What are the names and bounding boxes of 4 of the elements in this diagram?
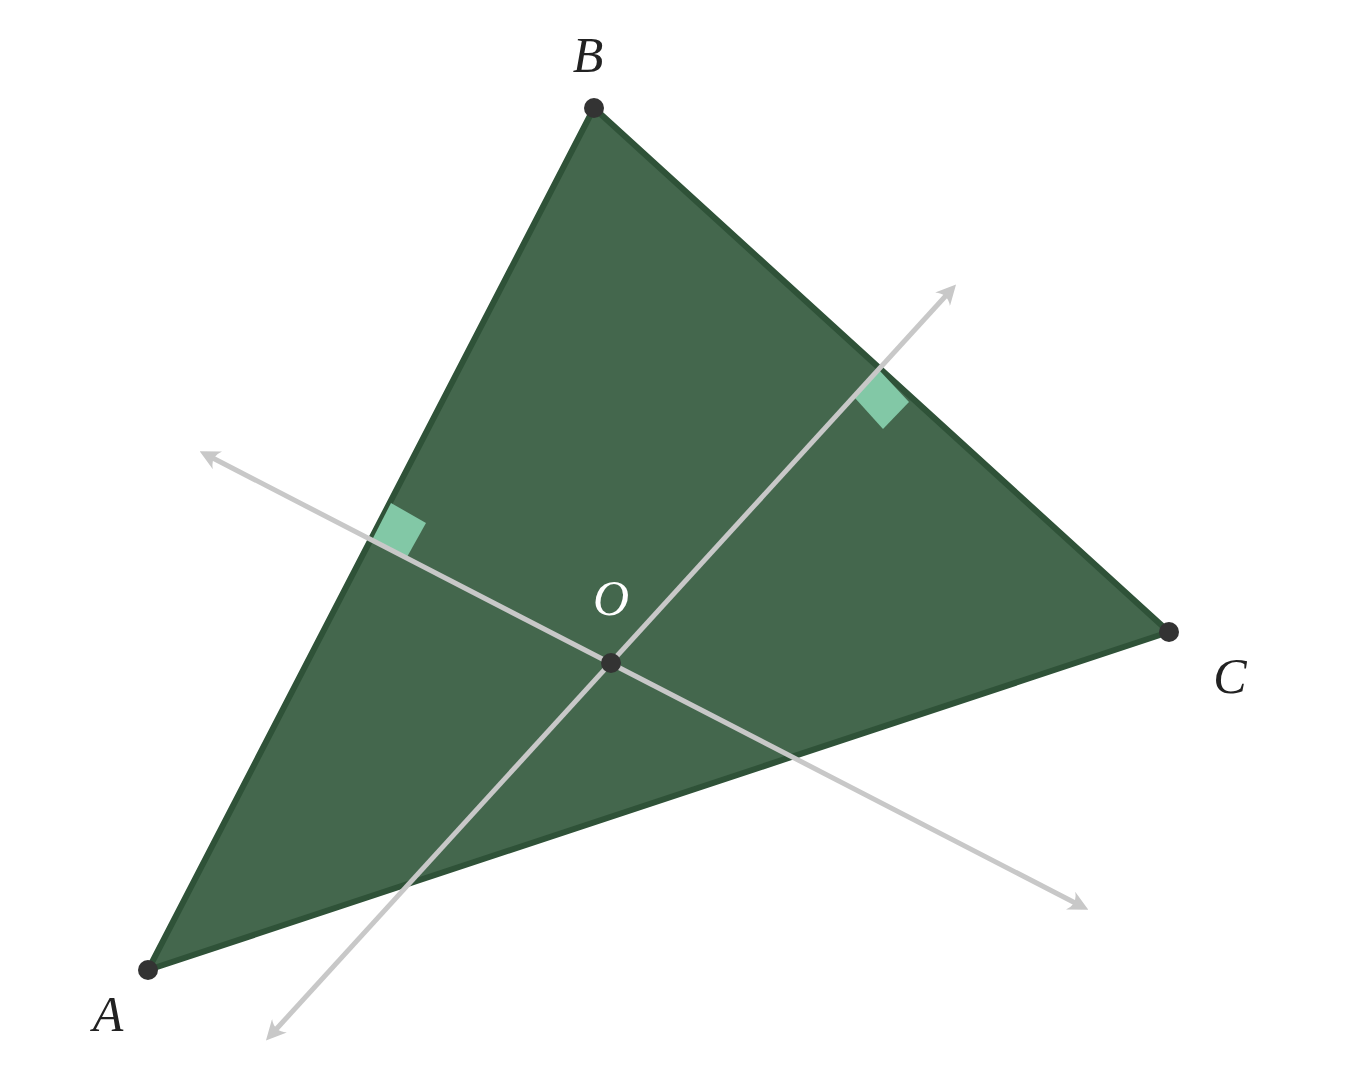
point-label: C — [1213, 651, 1247, 701]
point-label: B — [572, 30, 604, 80]
point-label: O — [592, 573, 630, 623]
point-label: A — [92, 989, 124, 1039]
